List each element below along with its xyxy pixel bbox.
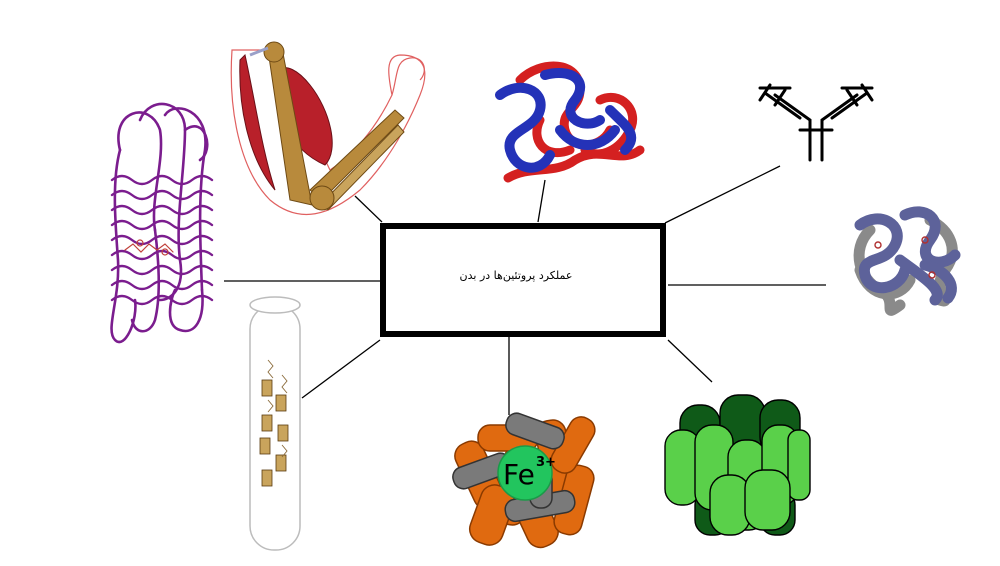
connector-chaperonin — [667, 339, 713, 383]
globular-protein-structure — [495, 61, 645, 183]
center-title: عملکرد پروتئین‌ها در بدن — [459, 268, 573, 282]
ferritin-iron-storage-protein — [452, 412, 596, 549]
connector-antibody — [664, 165, 781, 224]
membrane-receptor-protein — [110, 102, 214, 344]
connector-globular — [537, 179, 546, 223]
fe-charge-label: 3+ — [536, 455, 556, 470]
hemoglobin-illustration — [853, 206, 961, 316]
connector-lines — [224, 165, 826, 415]
connector-muscle — [354, 195, 383, 223]
iron-ion-circle — [497, 445, 553, 501]
antibody-illustration — [758, 83, 874, 162]
muscle-arm-illustration — [230, 41, 426, 215]
fe-label: Fe — [503, 458, 535, 491]
chaperonin-complex — [664, 394, 811, 536]
connector-microtubule — [301, 339, 381, 399]
center-title-box: عملکرد پروتئین‌ها در بدن — [380, 223, 666, 337]
microtubule-motor-protein — [249, 296, 301, 551]
